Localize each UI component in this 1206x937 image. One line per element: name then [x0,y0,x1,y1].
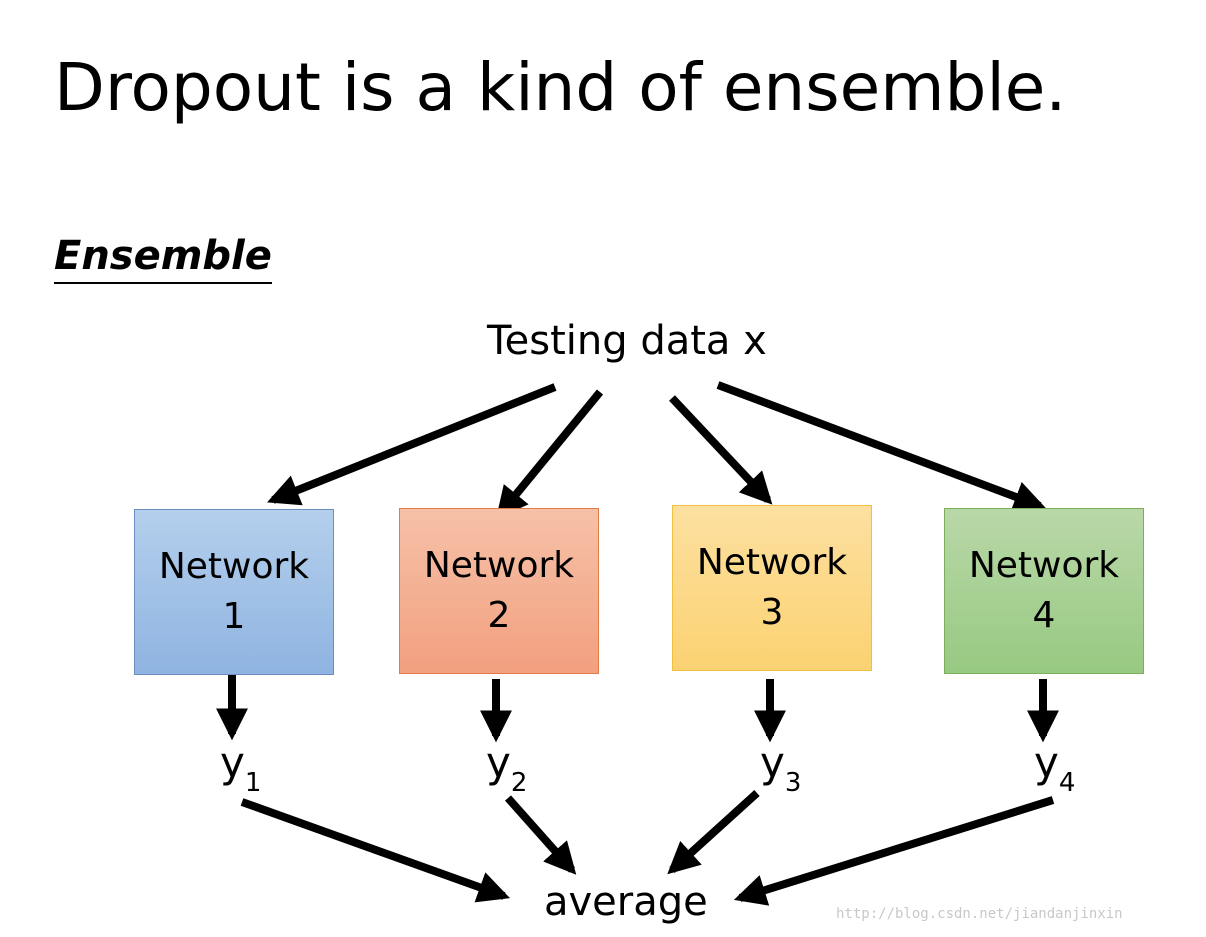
network-3-number: 3 [760,592,784,633]
network-1-label: Network [158,545,310,587]
watermark-text: http://blog.csdn.net/jiandanjinxin [836,906,1123,922]
network-4-box: Network 4 [944,508,1144,674]
output-y4-var: y [1034,738,1059,787]
network-2-box: Network 2 [399,508,599,674]
section-heading: Ensemble [54,232,272,284]
testing-data-label: Testing data x [487,318,767,364]
output-y3: y3 [760,742,802,798]
output-y1-subscript: 1 [244,768,262,798]
network-3-box: Network 3 [672,505,872,671]
network-1-box: Network 1 [134,509,334,675]
network-4-label: Network [968,544,1120,586]
output-y1-var: y [220,738,245,787]
output-y2: y2 [486,742,528,798]
output-y3-subscript: 3 [784,768,802,798]
output-y4-subscript: 4 [1058,768,1076,798]
output-y3-var: y [760,738,785,787]
output-y2-var: y [486,738,511,787]
average-label: average [544,879,708,925]
arrow-y2-to-average [505,795,577,875]
network-2-number: 2 [487,595,511,636]
arrow-input-to-network-2 [495,389,604,519]
arrow-y4-to-average [733,796,1055,906]
output-y1: y1 [220,742,262,798]
network-2-label: Network [423,544,575,586]
arrow-input-to-network-3 [669,395,773,505]
output-y4: y4 [1034,742,1076,798]
arrow-y1-to-average [240,798,511,903]
arrow-y3-to-average [667,790,760,875]
network-3-label: Network [696,541,848,583]
network-1-number: 1 [222,596,246,637]
arrow-input-to-network-1 [267,383,557,506]
slide-title: Dropout is a kind of ensemble. [54,49,1067,126]
output-y2-subscript: 2 [510,768,528,798]
arrow-input-to-network-4 [716,381,1046,512]
network-4-number: 4 [1032,595,1056,636]
